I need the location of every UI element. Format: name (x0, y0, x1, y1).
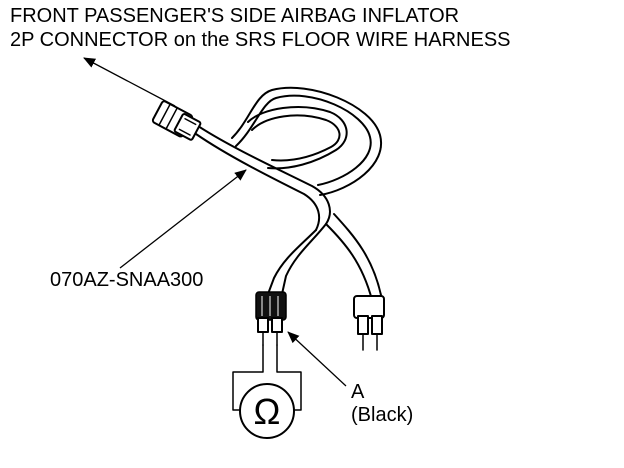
callout-a-color: (Black) (351, 404, 413, 426)
ohmmeter-leads (232, 344, 302, 411)
callout-a-leader (287, 331, 347, 387)
callout-a-letter: A (351, 381, 365, 403)
connector-a-black (255, 291, 287, 346)
part-number-label: 070AZ-SNAA300 (50, 269, 203, 291)
connector-right (353, 295, 385, 351)
diagram-title-line1: FRONT PASSENGER'S SIDE AIRBAG INFLATOR (10, 5, 459, 27)
inflator-2p-connector (151, 100, 202, 141)
harness-main (195, 125, 383, 301)
title-pointer-arrow (83, 57, 176, 107)
harness-loop (231, 86, 383, 196)
ohm-symbol: Ω (254, 391, 281, 432)
ohmmeter-icon: Ω (239, 383, 295, 439)
part-number-leader (119, 169, 247, 269)
diagram-title-line2: 2P CONNECTOR on the SRS FLOOR WIRE HARNE… (10, 29, 511, 51)
